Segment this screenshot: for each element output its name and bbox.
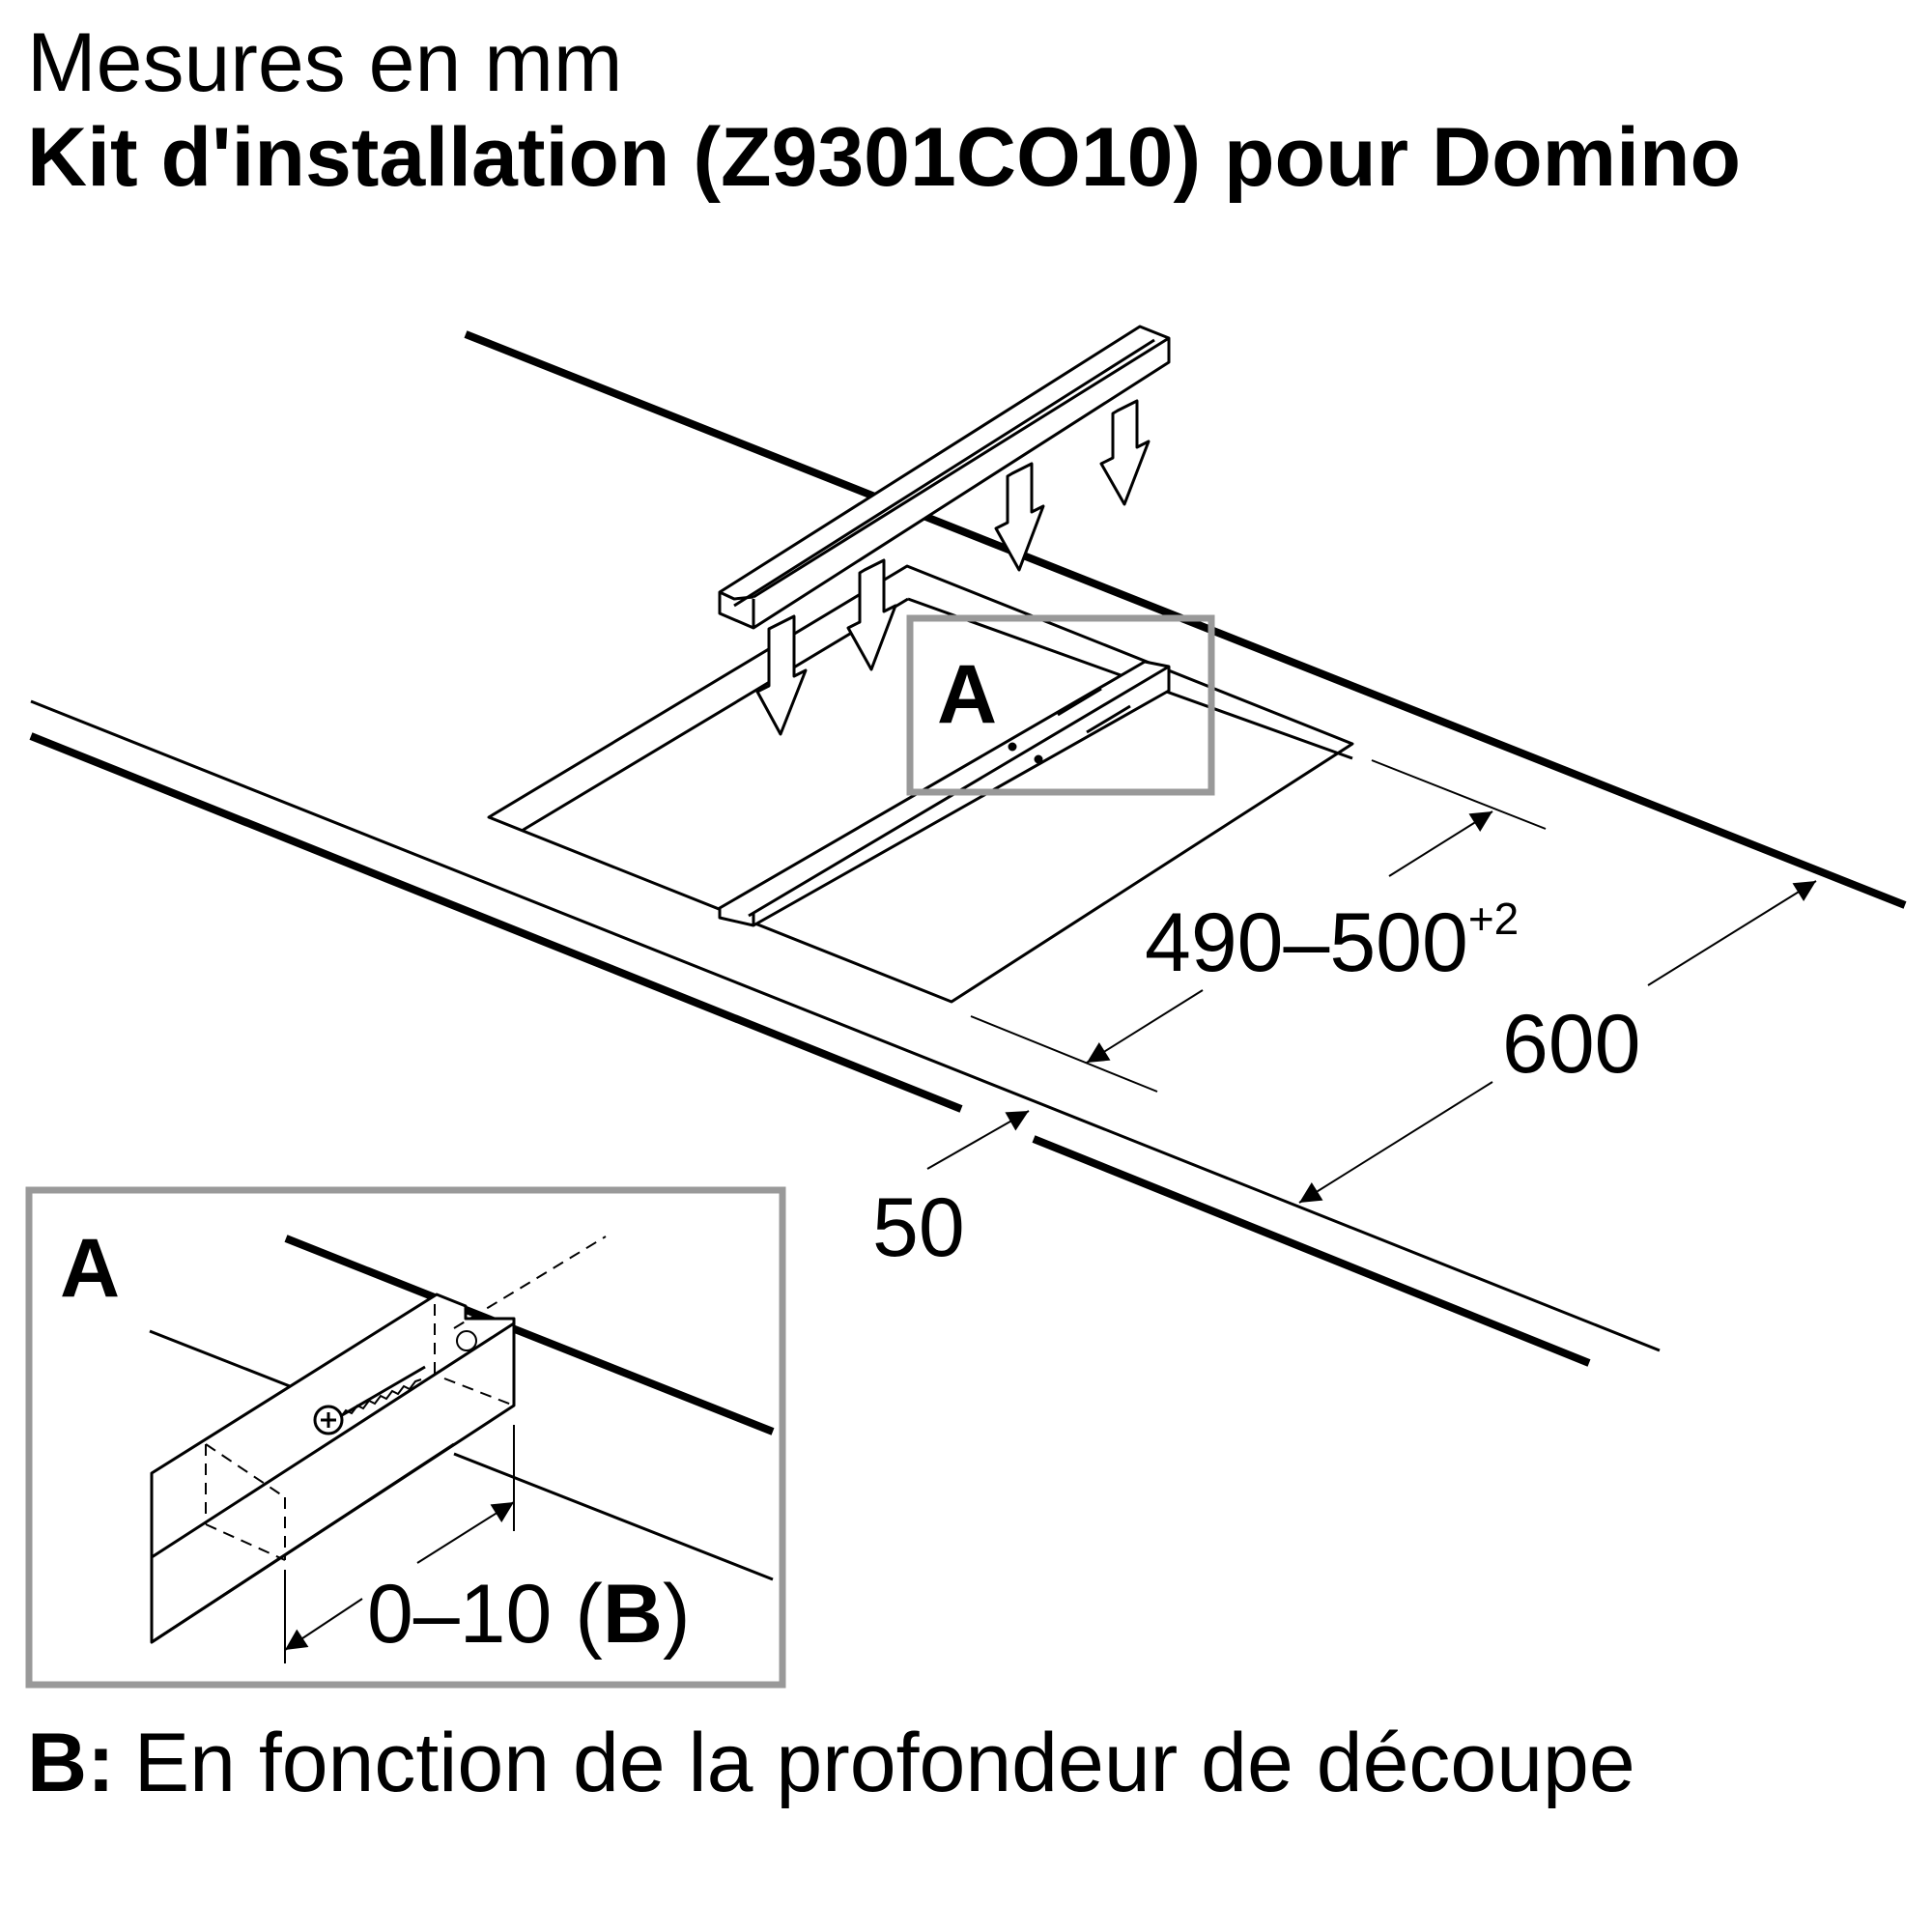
screw-icon	[313, 1365, 426, 1435]
countertop-front-edge-thin	[30, 699, 1661, 1352]
countertop-depth-dimension	[1298, 880, 1817, 1204]
detail-a-highlight-frame	[906, 614, 1215, 796]
detail-a-frame	[25, 1186, 786, 1689]
front-edge-dimension	[926, 1110, 1030, 1170]
detail-hidden-lines	[205, 1236, 607, 1561]
detail-range-label: 0–10 (B)	[367, 1568, 691, 1661]
footnote: B:En fonction de la profondeur de découp…	[27, 1716, 1635, 1811]
front-edge-label: 50	[872, 1181, 965, 1274]
detail-a-marker: A	[937, 648, 997, 741]
countertop-front-edge-left	[29, 732, 963, 1113]
page-title: Kit d'installation (Z9301CO10) pour Domi…	[27, 111, 1742, 204]
countertop-depth-label: 600	[1502, 998, 1641, 1091]
detail-countertop-edge	[149, 1235, 775, 1581]
detail-a-title: A	[60, 1222, 120, 1315]
detail-range-dimension	[284, 1425, 515, 1663]
down-arrow-3	[994, 462, 1045, 572]
footnote-text: En fonction de la profondeur de découpe	[133, 1717, 1635, 1809]
units-note: Mesures en mm	[27, 16, 623, 109]
screw-hole-icon	[456, 1330, 477, 1351]
countertop-front-edge-right	[1032, 1135, 1591, 1367]
down-arrow-4	[1099, 399, 1151, 506]
down-arrow-1	[755, 614, 808, 736]
down-arrow-2	[846, 558, 897, 671]
installation-rail-top	[718, 325, 1171, 630]
cutout-width-label: 490–500+2	[1145, 894, 1519, 989]
detail-rail	[150, 1293, 516, 1644]
cutout-width-dimension	[970, 759, 1547, 1093]
footnote-key: B:	[27, 1717, 115, 1809]
